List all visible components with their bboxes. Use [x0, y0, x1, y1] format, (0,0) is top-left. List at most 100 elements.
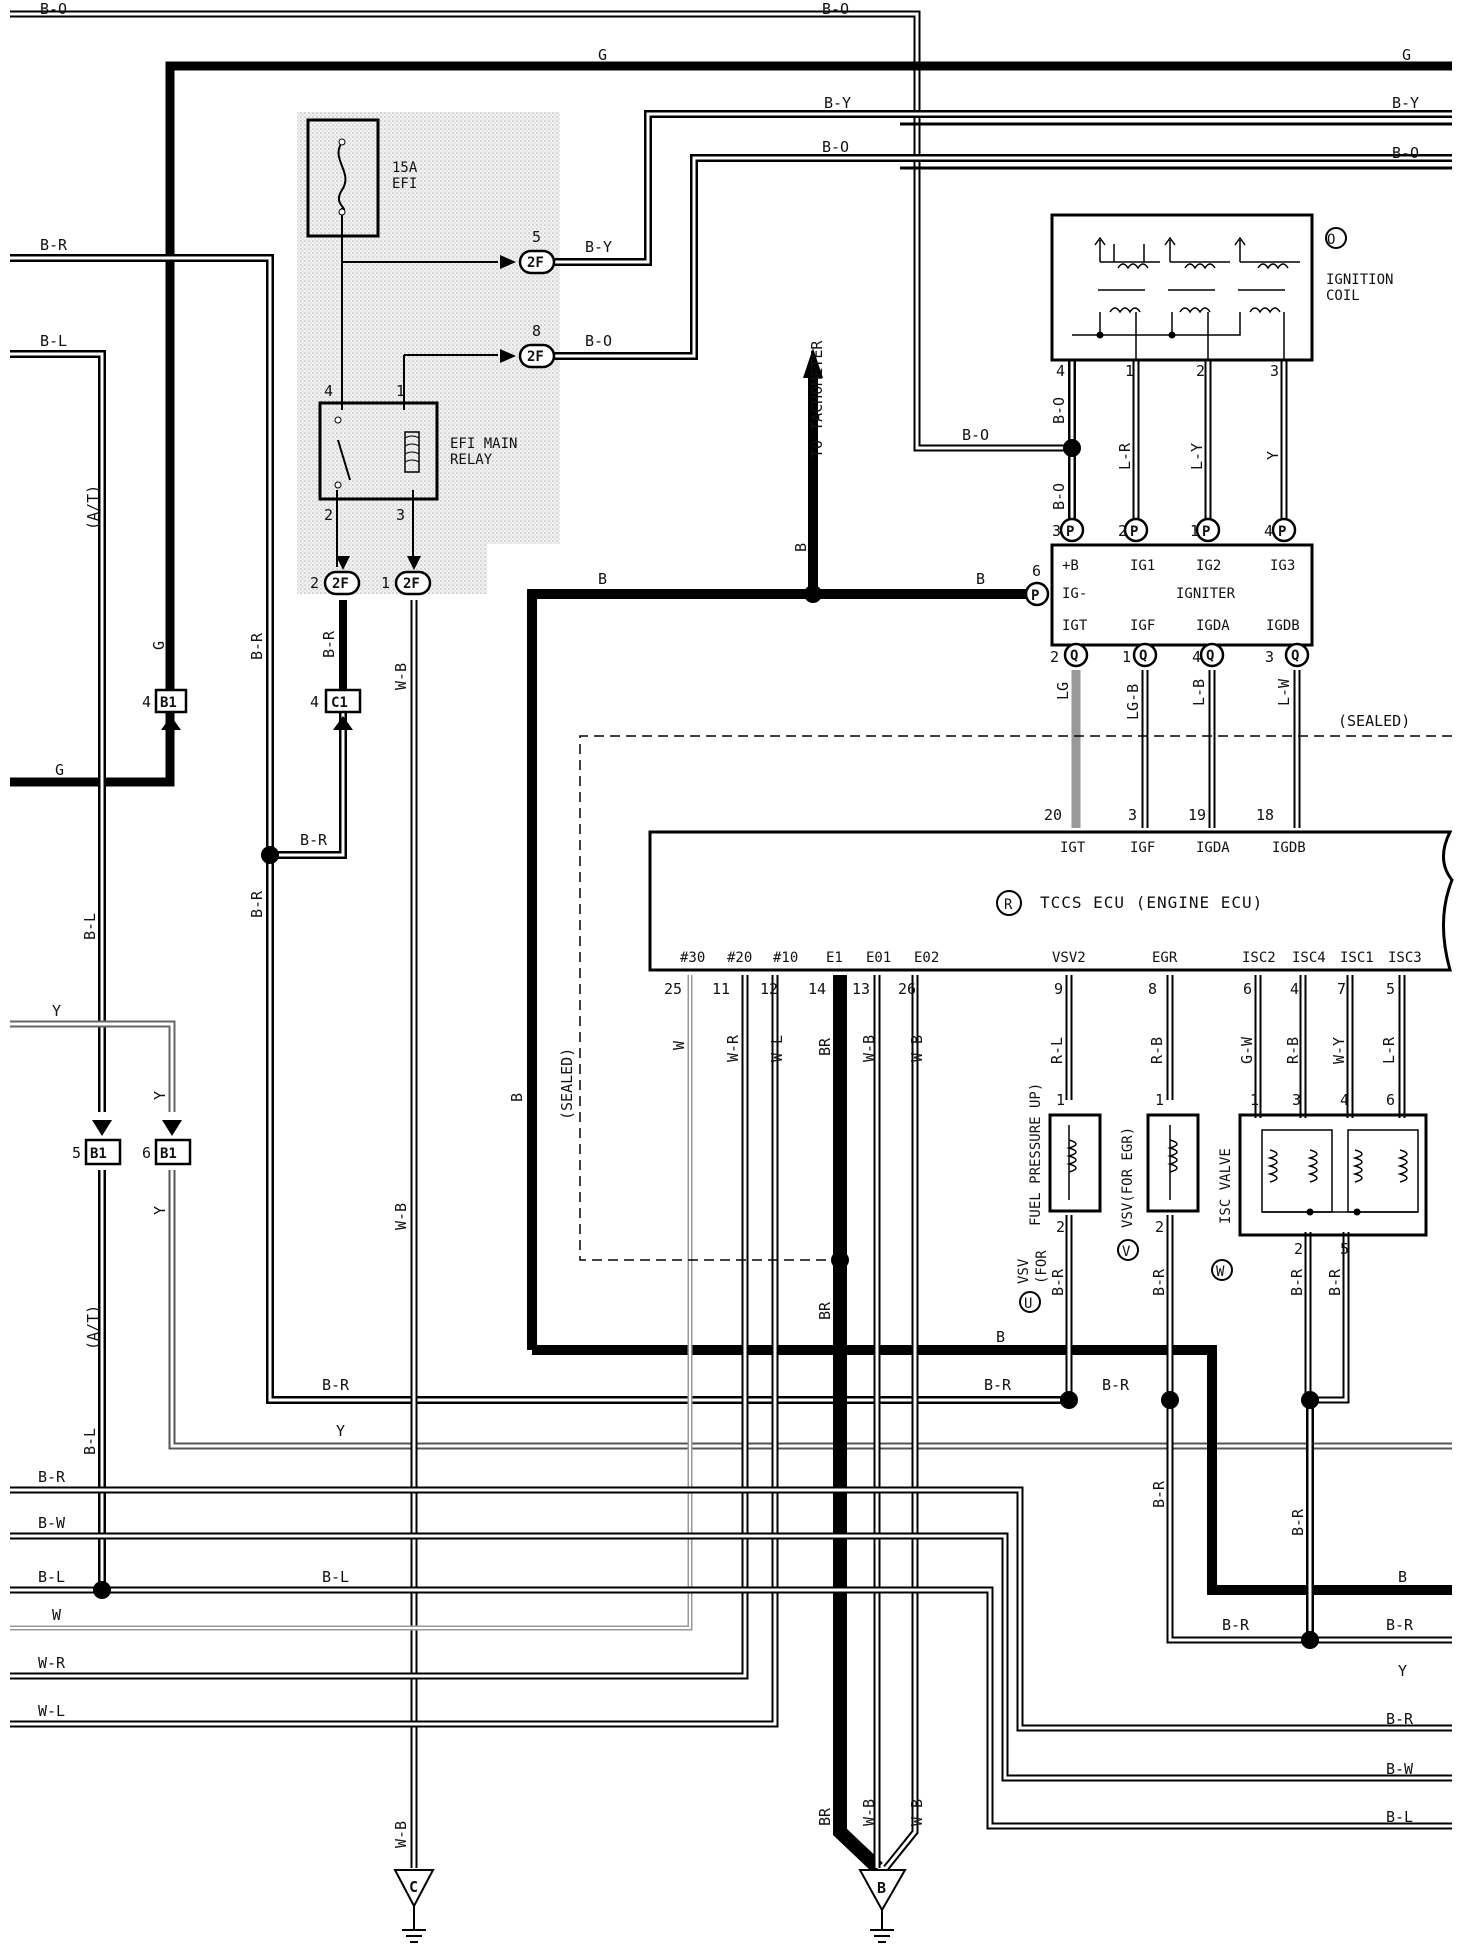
- junction-dots: [93, 439, 1319, 1649]
- connector-p-2: [1123, 517, 1149, 543]
- isc-pin-3: 3: [1292, 1091, 1301, 1109]
- wire-label-y-vert: Y: [151, 1091, 169, 1100]
- connector-q-1: [1132, 642, 1158, 668]
- wire-label-bo-right: B-O: [1392, 144, 1419, 162]
- vsv-fuel-label-line2: (FOR: [1034, 1250, 1050, 1284]
- ignition-coil-tag: O: [1327, 232, 1335, 248]
- ecu-pin-18: 18: [1256, 806, 1274, 824]
- labels: B-O B-O G G B-Y B-Y B-O B-O B-R B-L G Y …: [38, 0, 1422, 1897]
- connector-label-q-1: Q: [1139, 648, 1147, 664]
- ecu-isc2: ISC2: [1242, 950, 1276, 966]
- relay-pin-2: 2: [324, 506, 333, 524]
- vsv-fuel-label-line1: VSV: [1016, 1258, 1032, 1284]
- b1-pin-4: 4: [142, 693, 151, 711]
- igniter-igda: IGDA: [1196, 618, 1230, 634]
- c1-pin-4: 4: [310, 693, 319, 711]
- ecu-pin-25: 25: [664, 980, 682, 998]
- igniter-ig2: IG2: [1196, 558, 1221, 574]
- ecu-tag: R: [1004, 897, 1013, 913]
- wire-label-br-isc-down: B-R: [1289, 1508, 1307, 1536]
- connector-label-p-4: P: [1278, 524, 1286, 540]
- ecu-isc3: ISC3: [1388, 950, 1422, 966]
- junction-block-shading: [297, 112, 560, 544]
- right-label-br-mid: B-R: [1222, 1616, 1250, 1634]
- wire-label-lr-coil: L-R: [1116, 442, 1134, 470]
- wire-label-br-bus1: B-R: [322, 1376, 350, 1394]
- ecu-pin-7: 7: [1337, 980, 1346, 998]
- vsv-fuel-tag: U: [1024, 1296, 1032, 1312]
- connector-b1-6: [154, 1138, 192, 1166]
- connector-2f-8: [518, 343, 556, 369]
- ground-b-icon: [858, 1869, 907, 1943]
- ecu-n10: #10: [773, 950, 798, 966]
- wire-label-br-horiz: B-R: [300, 831, 328, 849]
- wire-label-br-isc1: B-R: [1288, 1268, 1306, 1296]
- pin-8: 8: [532, 322, 541, 340]
- wire-label-bl-vert: B-L: [81, 913, 99, 940]
- wire-label-br-vsv: B-R: [1049, 1268, 1067, 1296]
- ground-c-label: C: [409, 1878, 418, 1896]
- wire-label-wb-relay: W-B: [392, 663, 410, 690]
- wire-label-bo-2f: B-O: [585, 332, 612, 350]
- igniter-pin-2: 2: [1118, 522, 1127, 540]
- vsv-egr-label: VSV(FOR EGR): [1120, 1127, 1136, 1228]
- wire-label-bo-horiz: B-O: [962, 426, 989, 444]
- right-label-bw: B-W: [1386, 1760, 1414, 1778]
- ecu-pin-26: 26: [898, 980, 916, 998]
- connector-q-2: [1063, 642, 1089, 668]
- wire-label-wb-bottom: W-B: [392, 1821, 410, 1848]
- ecu-n30: #30: [680, 950, 705, 966]
- ecu-vsv2: VSV2: [1052, 950, 1086, 966]
- igniter-igdb: IGDB: [1266, 618, 1300, 634]
- ecu-e01: E01: [866, 950, 891, 966]
- wire-label-br-ground: BR: [816, 1807, 834, 1826]
- ecu-pin-5: 5: [1386, 980, 1395, 998]
- ecu-pin-14: 14: [808, 980, 826, 998]
- ground-c-icon: [393, 1869, 435, 1943]
- igniter-pin-6: 6: [1032, 562, 1041, 580]
- wire-label-wb-g2: W-B: [908, 1799, 926, 1826]
- fuse-15a-efi: [306, 118, 380, 238]
- connector-label-2f-5: 2F: [527, 255, 544, 271]
- ecu-pin-3: 3: [1128, 806, 1137, 824]
- connector-label-2f-1: 2F: [403, 576, 420, 592]
- ecu-e1: E1: [826, 950, 843, 966]
- wire-label-lr-isc: L-R: [1380, 1036, 1398, 1064]
- wire-label-lw: L-W: [1275, 678, 1293, 706]
- connector-p-1: [1195, 517, 1221, 543]
- wire-label-gw-isc: G-W: [1238, 1036, 1256, 1064]
- b1-pin-5: 5: [72, 1144, 81, 1162]
- tachometer-arrow-icon: [803, 348, 823, 378]
- wire-label-wy-isc: W-Y: [1330, 1037, 1348, 1064]
- connector-p-6: [1024, 581, 1050, 607]
- right-label-y: Y: [1398, 1662, 1407, 1680]
- wire-label-y-left: Y: [52, 1002, 61, 1020]
- connector-2f-1: [394, 570, 432, 596]
- connectors: [84, 249, 1310, 1166]
- connector-c1-4: [324, 688, 362, 714]
- connector-q-4: [1199, 642, 1225, 668]
- wire-label-y-bus: Y: [336, 1422, 345, 1440]
- wire-label-wl-10: W-L: [768, 1035, 786, 1062]
- igniter-igt: IGT: [1062, 618, 1088, 634]
- wire-label-b-bus: B: [996, 1328, 1005, 1346]
- igniter-igf: IGF: [1130, 618, 1155, 634]
- wire-label-br-isc2: B-R: [1326, 1268, 1344, 1296]
- wire-label-bo-top: B-O: [40, 0, 67, 18]
- relay-pin-4: 4: [324, 382, 333, 400]
- connector-label-p-1: P: [1202, 524, 1210, 540]
- connector-q-3: [1284, 642, 1310, 668]
- vsv-fuel-pin-1: 1: [1056, 1091, 1065, 1109]
- wire-label-w-30: W: [670, 1040, 688, 1050]
- wire-label-g-vert: G: [150, 641, 168, 650]
- wire-label-rb-egr: R-B: [1148, 1037, 1166, 1064]
- wire-label-br-e1: BR: [816, 1037, 834, 1056]
- ecu-igf: IGF: [1130, 840, 1155, 856]
- wire-label-g-left: G: [55, 761, 64, 779]
- connector-2f-2: [323, 570, 361, 596]
- isc-pin-5: 5: [1340, 1240, 1349, 1258]
- ecu-igdb: IGDB: [1272, 840, 1306, 856]
- wire-label-by-2f: B-Y: [585, 238, 612, 256]
- connector-b1-4: [154, 688, 188, 714]
